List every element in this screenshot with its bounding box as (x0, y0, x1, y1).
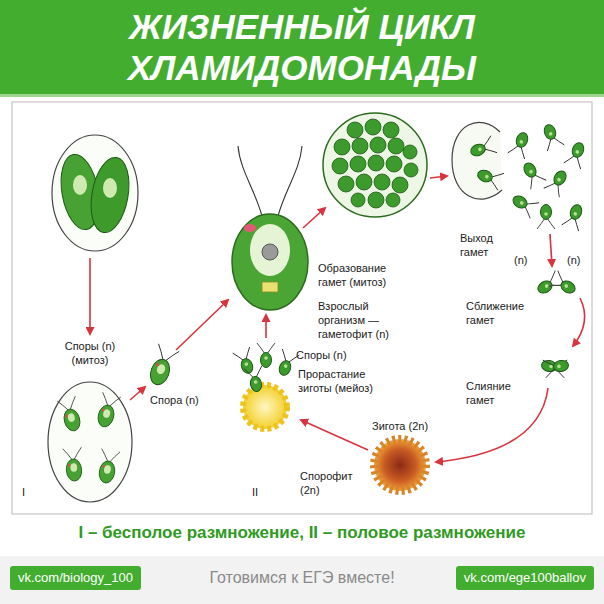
section-number: II (252, 486, 276, 500)
stage-label: Спорофит (2n) (300, 470, 362, 498)
stage-label: Образование гамет (митоз) (318, 262, 413, 290)
stage-label: Споры (n) (296, 349, 366, 363)
stage-label: Слияние гамет (466, 380, 530, 408)
stage-label: Выход гамет (460, 232, 520, 260)
ploidy-label: (n) (514, 254, 538, 268)
stage-label: Зигота (2n) (372, 420, 442, 434)
stage-label: Взрослый организм — гаметофит (n) (318, 300, 413, 341)
stage-label: Спора (n) (150, 394, 210, 408)
stage-label: Сближение гамет (466, 300, 530, 328)
caption: I – бесполое размножение, II – половое р… (6, 522, 598, 544)
section-number: I (22, 486, 42, 500)
stage-label: Прорастание зиготы (мейоз) (298, 368, 378, 396)
stage-label: Споры (n) (митоз) (50, 340, 130, 368)
watermark: vk.com/ege100ballov (456, 566, 594, 590)
watermark: vk.com/biology_100 (10, 566, 141, 590)
ploidy-label: (n) (567, 254, 591, 268)
watermark: Готовимся к ЕГЭ вместе! (180, 566, 424, 590)
title: ЖИЗНЕННЫЙ ЦИКЛ ХЛАМИДОМОНАДЫ (82, 6, 522, 88)
